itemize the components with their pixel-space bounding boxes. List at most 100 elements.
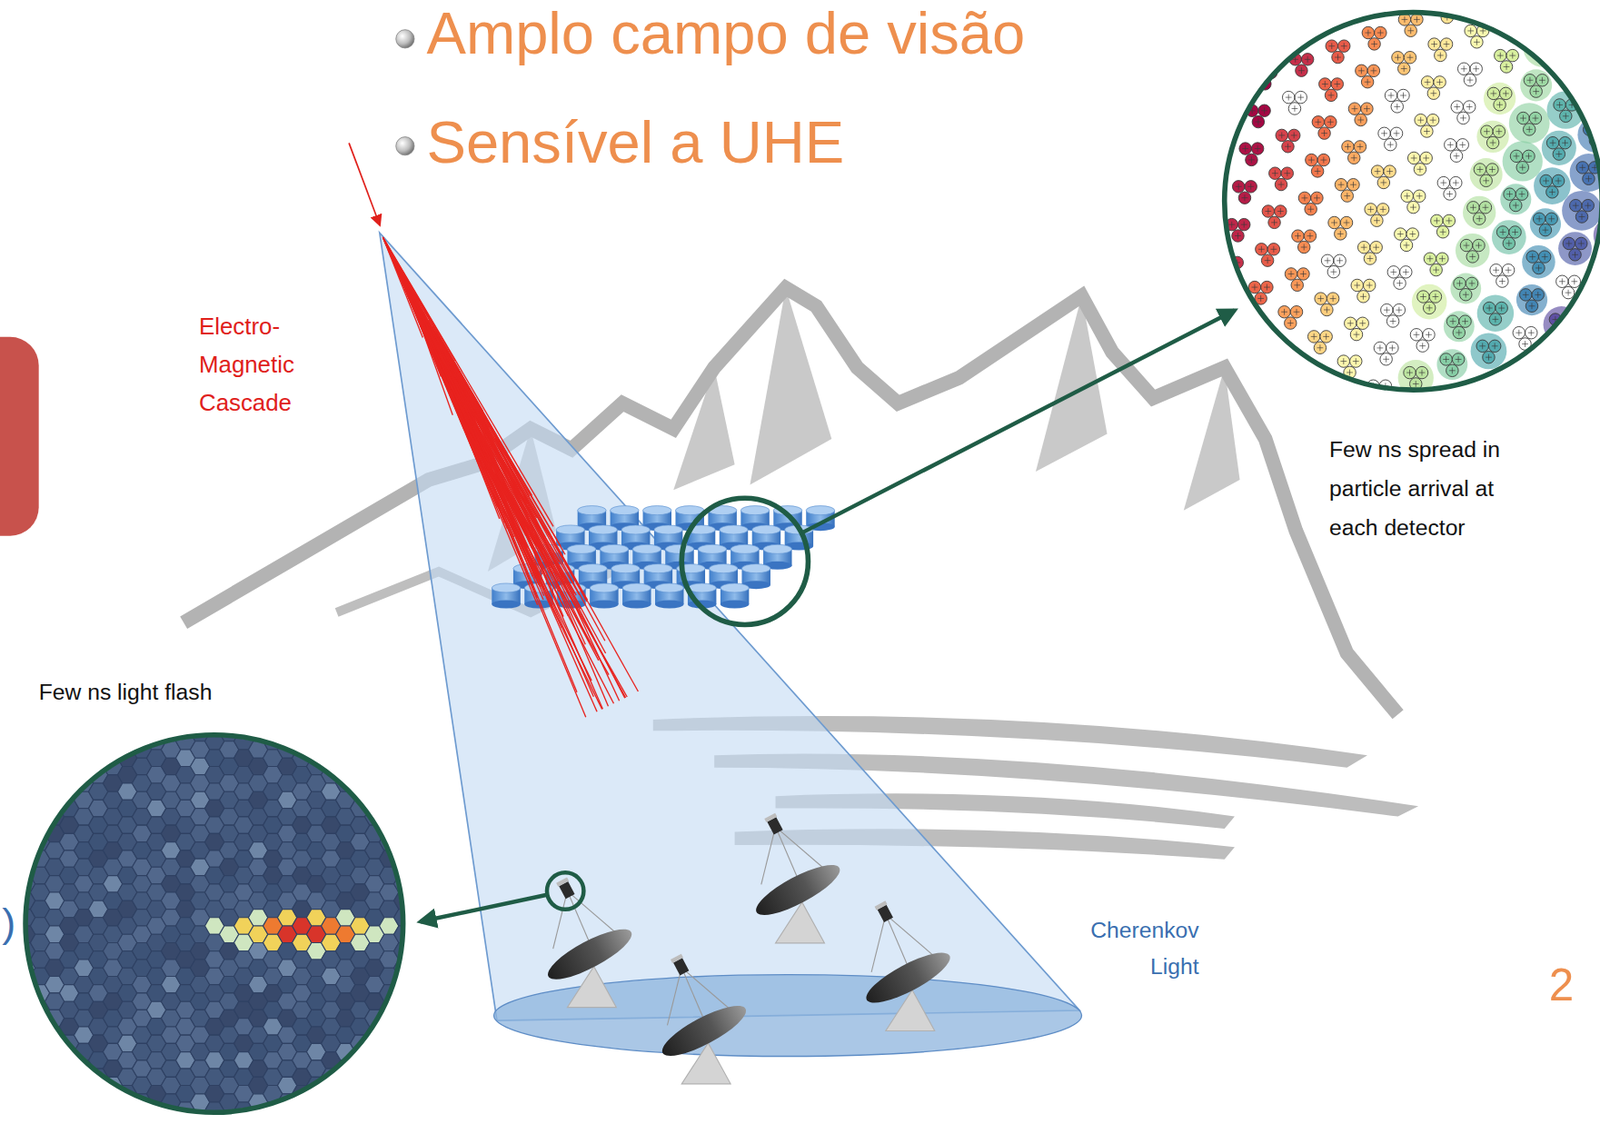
sensor-cross bbox=[1278, 181, 1285, 189]
sensor bbox=[1383, 165, 1396, 178]
sensor-cross bbox=[1472, 65, 1480, 72]
sensor bbox=[1540, 174, 1552, 187]
sensor bbox=[1490, 264, 1502, 277]
sensor bbox=[1480, 125, 1493, 138]
sensor-cross bbox=[1311, 333, 1318, 340]
sensor bbox=[1267, 243, 1280, 256]
sensor-cross bbox=[1409, 230, 1416, 238]
camera-pixel bbox=[365, 791, 385, 808]
sensor bbox=[1393, 277, 1406, 289]
camera-pixel bbox=[379, 783, 399, 800]
sensor-group bbox=[1305, 153, 1331, 178]
sensor-cross bbox=[1263, 284, 1271, 291]
sensor bbox=[1412, 189, 1425, 202]
camera-pixel bbox=[423, 1026, 443, 1044]
camera-pixel bbox=[234, 1119, 254, 1134]
sensor bbox=[1297, 268, 1310, 280]
sensor bbox=[1446, 315, 1459, 328]
camera-pixel bbox=[335, 1076, 355, 1094]
sensor-group bbox=[1275, 129, 1301, 153]
sensor-cross bbox=[1558, 327, 1565, 335]
sensor bbox=[1421, 76, 1433, 89]
camera-pixel bbox=[131, 1110, 151, 1128]
camera-pixel bbox=[365, 1093, 385, 1111]
inset-ground bbox=[1213, 0, 1600, 408]
sensor-group bbox=[1384, 89, 1410, 113]
sensor bbox=[1443, 188, 1456, 200]
sensor bbox=[1324, 89, 1337, 101]
sensor-cross bbox=[1327, 119, 1334, 126]
sensor bbox=[1479, 201, 1491, 214]
sensor-group bbox=[1423, 252, 1449, 277]
sensor-cross bbox=[1313, 194, 1321, 201]
sensor bbox=[1274, 178, 1287, 190]
sensor-cross bbox=[1359, 319, 1366, 327]
camera-pixel bbox=[437, 984, 458, 1003]
sensor-cross bbox=[1495, 128, 1502, 135]
camera-pixel bbox=[379, 816, 399, 834]
particle-track bbox=[389, 249, 487, 473]
sensor-cross bbox=[1440, 228, 1447, 236]
sensor bbox=[1446, 364, 1459, 377]
sensor bbox=[1546, 136, 1559, 149]
sensor-cross bbox=[1420, 293, 1427, 300]
camera-pixel bbox=[73, 1076, 93, 1094]
camera-pixel bbox=[423, 943, 443, 960]
sensor-cross bbox=[1298, 67, 1305, 74]
sensor-cross bbox=[1482, 204, 1490, 211]
sensor bbox=[1278, 306, 1291, 319]
particle-track bbox=[383, 238, 521, 557]
sensor-cross bbox=[1350, 181, 1357, 189]
sensor bbox=[1482, 350, 1495, 363]
sensor bbox=[1391, 100, 1403, 113]
sensor bbox=[1262, 205, 1274, 218]
sensor bbox=[1569, 248, 1581, 261]
camera-pixel bbox=[88, 749, 108, 766]
sensor-cross bbox=[1407, 27, 1414, 34]
sensor-cross bbox=[1335, 5, 1342, 12]
sensor-cross bbox=[1264, 208, 1272, 215]
sensor bbox=[1465, 277, 1478, 289]
telescope-dish bbox=[542, 920, 638, 988]
sensor-cross bbox=[1578, 240, 1585, 248]
sensor-group bbox=[1490, 264, 1515, 289]
camera-pixel bbox=[335, 1127, 355, 1134]
sensor-group bbox=[1378, 127, 1403, 151]
sensor bbox=[1244, 180, 1257, 193]
sensor-cross bbox=[1533, 39, 1541, 46]
camera-pixel bbox=[379, 1034, 399, 1052]
sensor bbox=[1415, 366, 1428, 378]
tank-top bbox=[588, 525, 617, 535]
sensor-group bbox=[1328, 216, 1353, 240]
camera-pixel bbox=[408, 951, 428, 969]
sensor-cross bbox=[1496, 101, 1503, 109]
tank-top bbox=[741, 564, 770, 574]
sensor bbox=[1495, 301, 1508, 314]
hit-glow bbox=[1561, 190, 1600, 231]
sensor-cross bbox=[1585, 175, 1592, 182]
camera-pixel bbox=[88, 1085, 108, 1104]
sensor-group bbox=[1477, 294, 1514, 331]
tank-top bbox=[578, 564, 607, 574]
sensor bbox=[1529, 111, 1541, 124]
sensor-group bbox=[1239, 142, 1264, 167]
sensor-cross bbox=[1228, 221, 1235, 229]
camera-pixel bbox=[306, 724, 326, 741]
sensor-cross bbox=[1242, 145, 1249, 152]
camera-pixel bbox=[73, 757, 93, 775]
sensor-cross bbox=[1382, 356, 1390, 363]
camera-pixel bbox=[423, 1127, 443, 1134]
sensor bbox=[1288, 102, 1301, 115]
sensor-cross bbox=[1396, 279, 1403, 287]
camera-support bbox=[566, 891, 617, 935]
sensor-group bbox=[1561, 190, 1600, 231]
sensor bbox=[1582, 172, 1595, 185]
sensor bbox=[1463, 73, 1476, 86]
sensor-cross bbox=[1393, 103, 1401, 110]
sensor-cross bbox=[1519, 164, 1526, 171]
sensor-group bbox=[1341, 140, 1367, 165]
camera-pixel bbox=[408, 884, 428, 901]
camera-pixel bbox=[102, 1110, 122, 1128]
sensor bbox=[1334, 178, 1347, 190]
sensor bbox=[1494, 49, 1507, 61]
